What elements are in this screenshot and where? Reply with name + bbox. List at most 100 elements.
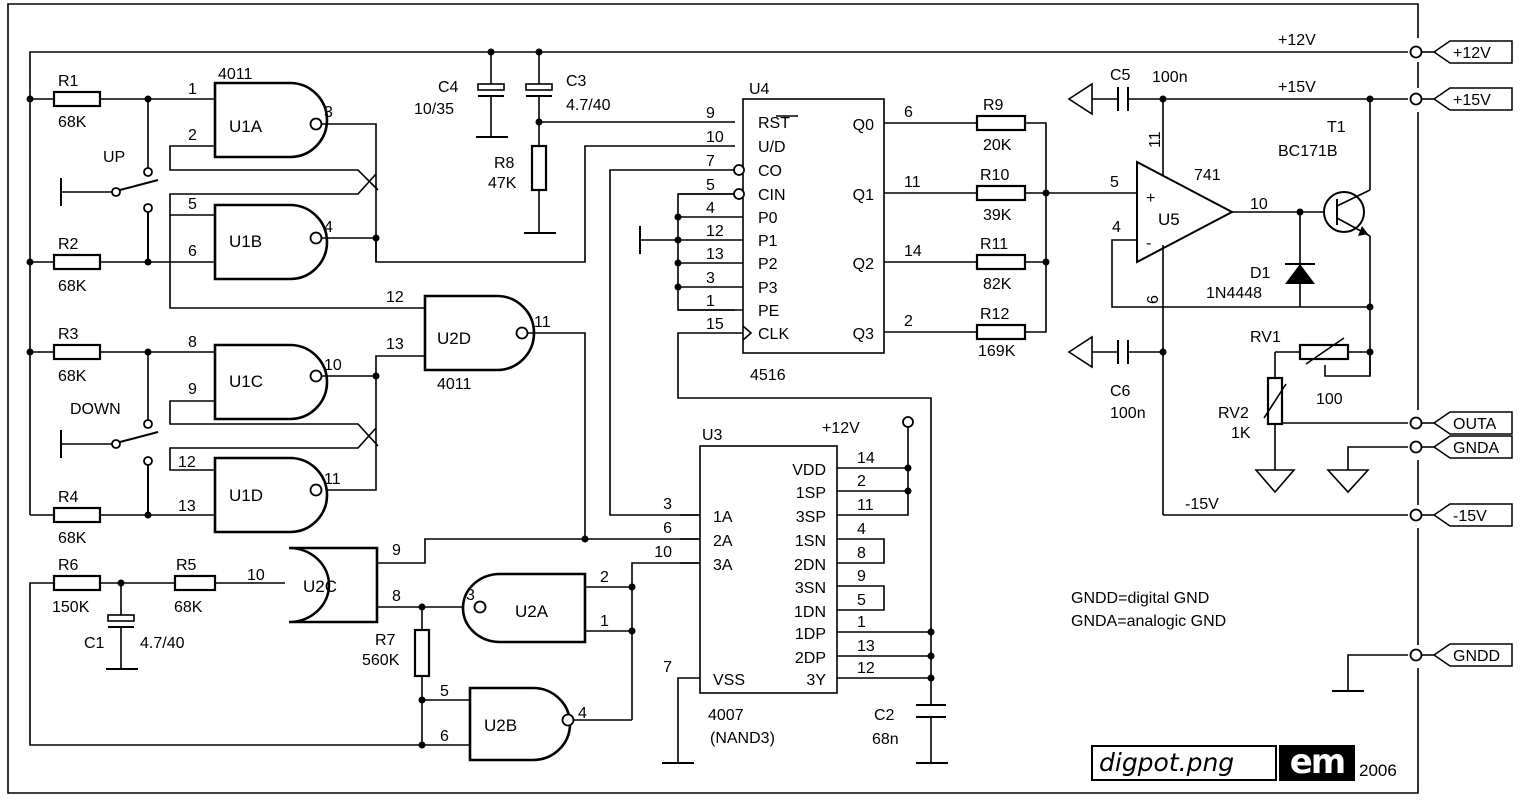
d1-ref: D1 (1250, 265, 1271, 282)
pin: 2 (600, 569, 609, 586)
u4-pin-label: P2 (758, 256, 778, 273)
wire (1025, 122, 1047, 333)
u4-pin-label: RST (758, 115, 790, 132)
terminal-c-gndd[interactable] (1409, 648, 1423, 662)
switch-up-label: UP (103, 149, 125, 166)
pin: 4 (324, 219, 333, 236)
u5-plus: + (1146, 190, 1155, 207)
u5-ref: U5 (1158, 210, 1180, 229)
label-p12: +12V (1278, 32, 1316, 49)
junction (372, 372, 380, 380)
u3-pin-label: 3A (713, 557, 733, 574)
u5-pin-in-m: 4 (1112, 219, 1121, 236)
gate-u2a-label: U2A (515, 602, 549, 621)
u4-pin-number: 13 (706, 246, 724, 263)
connector-label-c-gnda: GNDA (1453, 440, 1500, 457)
connector-label-c-p15: +15V (1453, 92, 1491, 109)
pin: 10 (247, 567, 265, 584)
footer-filename: digpot.png (1091, 745, 1277, 781)
u3-pin-number: 12 (857, 660, 875, 677)
pin: 13 (178, 498, 196, 515)
gate-u1c (213, 343, 329, 421)
gate-bubble (309, 117, 323, 131)
u3-pin-label: 1DP (795, 626, 826, 643)
r5-value: 68K (174, 599, 203, 616)
u3-pin-number: 9 (857, 568, 866, 585)
terminal-c-gnda[interactable] (1409, 440, 1423, 454)
c3-value: 4.7/40 (566, 97, 611, 114)
connector-tag-c-gnda (1432, 435, 1513, 459)
connector-label-c-gndd: GNDD (1453, 648, 1500, 665)
pin: 5 (440, 683, 449, 700)
transistor-collector (1336, 189, 1371, 207)
pin: 3 (466, 587, 475, 604)
resistor-r5 (173, 574, 217, 592)
u5-type: 741 (1194, 167, 1221, 184)
trimmer-arrow (1305, 337, 1345, 365)
wire (322, 375, 377, 491)
u4-type: 4516 (750, 367, 786, 384)
connector-tag-c-p12 (1432, 40, 1513, 64)
diode-d1 (1285, 264, 1315, 284)
u3-pin-label: 2A (713, 533, 733, 550)
switch-contact (143, 419, 153, 429)
wire (677, 193, 735, 311)
u4-pin-label: CIN (758, 187, 786, 204)
c6-value: 100n (1110, 405, 1146, 422)
trimmer-arrow (1263, 383, 1287, 419)
u5-pin-vm: 6 (1145, 295, 1162, 304)
u4-pin-number: 1 (706, 293, 715, 310)
resistor-r12 (975, 323, 1027, 341)
pin: 8 (392, 588, 401, 605)
opamp-u5 (1136, 160, 1235, 264)
junction (1366, 303, 1374, 311)
gate-u1a-label: U1A (229, 117, 263, 136)
pin: 12 (386, 289, 404, 306)
r9-value: 20K (983, 137, 1012, 154)
gate-u2d (423, 294, 536, 372)
frame-border (7, 3, 1419, 794)
r6-value: 150K (52, 599, 90, 616)
junction (1042, 189, 1050, 197)
switch-pivot (111, 187, 121, 197)
terminal-c-p12[interactable] (1409, 45, 1423, 59)
c4-ref: C4 (438, 79, 459, 96)
u3-pin-number: 1 (857, 614, 866, 631)
terminal-c-m15[interactable] (1409, 508, 1423, 522)
u4-pin-label: U/D (758, 139, 786, 156)
pin: 1 (600, 613, 609, 630)
gate-bubble (515, 326, 529, 340)
rv1-ref: RV1 (1250, 329, 1281, 346)
terminal-c-outa[interactable] (1409, 416, 1423, 430)
u3-pin-number: 14 (857, 450, 875, 467)
u4-pin-label: P1 (758, 233, 778, 250)
u3-pin-number: 6 (663, 520, 672, 537)
terminal-c-p15[interactable] (1409, 92, 1423, 106)
r10-ref: R10 (980, 167, 1009, 184)
wire (837, 427, 909, 516)
u4-pin-label: CO (758, 163, 782, 180)
gate-bubble (309, 483, 323, 497)
connector-tag-c-p15 (1432, 87, 1513, 111)
u3-pin-number: 13 (857, 638, 875, 655)
u4-ref: U4 (749, 81, 770, 98)
wire (169, 173, 377, 216)
wire (677, 332, 932, 705)
u4-pin-number: 10 (706, 129, 724, 146)
u4-pin-number: 5 (706, 177, 715, 194)
wire (837, 585, 885, 611)
u4-output-label: Q1 (853, 187, 874, 204)
rv1-value: 100 (1316, 391, 1343, 408)
wire (169, 145, 379, 191)
resistor-r7 (413, 628, 431, 678)
r9-ref: R9 (983, 97, 1004, 114)
u4-pin-number: 4 (706, 200, 715, 217)
resistor-r11 (975, 253, 1027, 271)
u3-pin-number: 10 (654, 544, 672, 561)
wire (169, 427, 377, 471)
gate-u1d-label: U1D (229, 486, 263, 505)
u4-pin-label: CLK (758, 326, 789, 343)
